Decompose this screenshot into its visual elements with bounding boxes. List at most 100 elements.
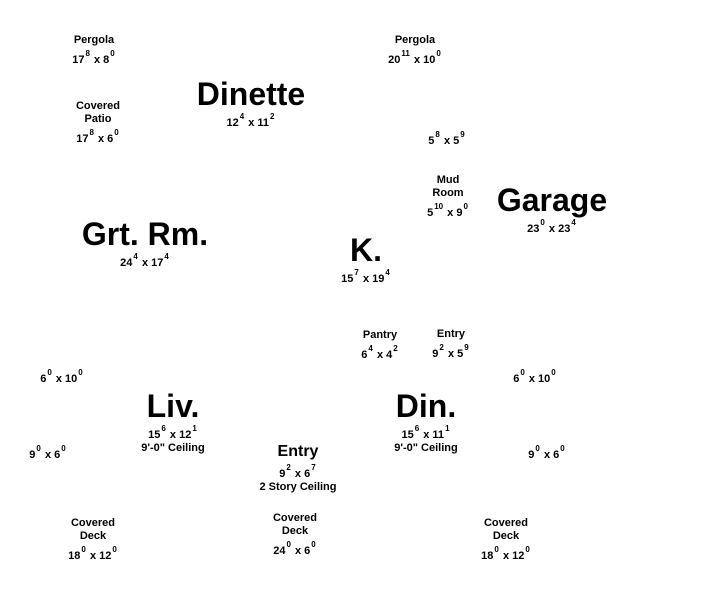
room-name: Garage	[496, 182, 608, 218]
times-sign: x	[444, 207, 457, 219]
length-feet: 12	[179, 429, 192, 441]
width-inches: 0	[286, 540, 291, 549]
room-dimensions: 60 x 100	[40, 366, 84, 386]
times-sign: x	[245, 117, 258, 129]
times-sign: x	[545, 223, 559, 235]
width-feet: 23	[527, 223, 540, 235]
length-feet: 5	[453, 135, 460, 147]
width-inches: 11	[401, 49, 410, 58]
width-feet: 6	[40, 373, 47, 385]
times-sign: x	[86, 550, 100, 562]
room-dimensions: 178 x 80	[72, 47, 116, 67]
length-inches: 0	[61, 444, 66, 453]
room-label: Grt. Rm.244 x 174	[82, 218, 208, 270]
room-dimensions: 58 x 59	[428, 128, 465, 148]
width-inches: 4	[368, 344, 373, 353]
room-label: 60 x 100	[40, 366, 84, 386]
length-feet: 4	[386, 349, 393, 361]
width-feet: 9	[528, 449, 535, 461]
room-dimensions: 178 x 60	[76, 126, 120, 146]
length-inches: 0	[560, 444, 565, 453]
room-name: Room	[432, 187, 464, 199]
room-dimensions: 156 x 121	[141, 422, 204, 442]
room-label: 60 x 100	[513, 366, 557, 386]
times-sign: x	[90, 54, 104, 66]
times-sign: x	[410, 54, 424, 66]
room-dimensions: 240 x 60	[273, 538, 317, 558]
length-inches: 0	[311, 540, 316, 549]
room-dimensions: 230 x 234	[497, 216, 607, 236]
room-dimensions: 92 x 67	[259, 461, 336, 481]
ceiling-note: 9'-0" Ceiling	[394, 442, 458, 454]
width-feet: 24	[120, 257, 133, 269]
length-feet: 10	[423, 54, 436, 66]
length-inches: 9	[464, 343, 469, 352]
room-name: K.	[349, 232, 382, 268]
room-label: 58 x 59	[428, 128, 465, 148]
room-name: Entry	[277, 443, 319, 460]
length-inches: 0	[463, 202, 468, 211]
length-feet: 12	[512, 550, 525, 562]
width-feet: 12	[226, 117, 239, 129]
width-feet: 5	[427, 207, 434, 219]
length-feet: 11	[432, 429, 445, 441]
width-inches: 6	[414, 424, 420, 433]
width-feet: 15	[401, 429, 414, 441]
length-inches: 0	[436, 49, 441, 58]
length-inches: 7	[311, 463, 316, 472]
width-feet: 6	[513, 373, 520, 385]
room-name: Grt. Rm.	[81, 216, 209, 252]
room-name: Entry	[436, 328, 466, 340]
length-inches: 0	[551, 368, 556, 377]
length-inches: 9	[460, 130, 465, 139]
room-dimensions: 92 x 59	[432, 341, 469, 361]
length-feet: 8	[103, 54, 110, 66]
length-inches: 4	[164, 252, 169, 261]
width-feet: 20	[388, 54, 401, 66]
length-feet: 6	[304, 468, 311, 480]
length-feet: 10	[538, 373, 551, 385]
length-inches: 0	[112, 545, 117, 554]
ceiling-note: 9'-0" Ceiling	[141, 442, 205, 454]
width-feet: 18	[481, 550, 494, 562]
width-feet: 6	[361, 349, 368, 361]
width-feet: 9	[279, 468, 286, 480]
width-feet: 24	[273, 545, 286, 557]
length-feet: 23	[558, 223, 571, 235]
times-sign: x	[291, 468, 305, 480]
room-name: Mud	[436, 174, 460, 186]
width-inches: 4	[239, 112, 245, 121]
width-inches: 0	[47, 368, 52, 377]
width-inches: 0	[520, 368, 525, 377]
room-dimensions: 180 x 120	[481, 543, 531, 563]
length-feet: 12	[99, 550, 112, 562]
width-inches: 0	[81, 545, 86, 554]
room-dimensions: 90 x 60	[29, 442, 66, 462]
width-inches: 2	[286, 463, 291, 472]
width-feet: 17	[76, 133, 89, 145]
room-name: Patio	[84, 113, 112, 125]
length-feet: 17	[151, 257, 164, 269]
length-feet: 5	[457, 348, 464, 360]
room-name: Deck	[492, 530, 520, 542]
length-inches: 0	[78, 368, 83, 377]
times-sign: x	[94, 133, 108, 145]
times-sign: x	[540, 449, 554, 461]
room-name: Din.	[395, 388, 457, 424]
width-feet: 18	[68, 550, 81, 562]
room-dimensions: 2011 x 100	[388, 47, 442, 67]
length-feet: 9	[456, 207, 463, 219]
times-sign: x	[499, 550, 513, 562]
room-name: Deck	[281, 525, 309, 537]
length-feet: 19	[372, 273, 385, 285]
times-sign: x	[52, 373, 66, 385]
width-inches: 8	[85, 49, 90, 58]
